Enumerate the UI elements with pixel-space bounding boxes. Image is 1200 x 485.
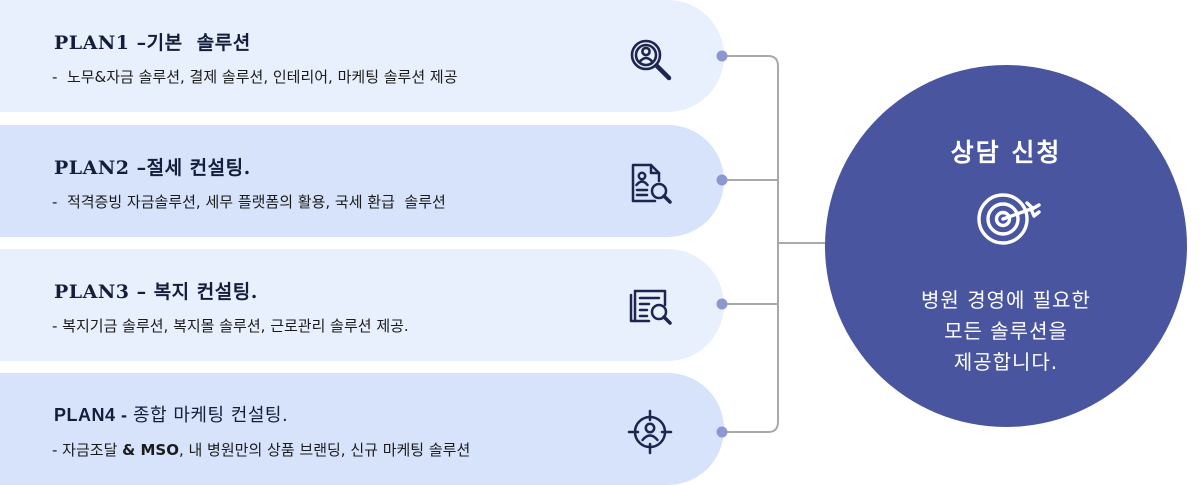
consult-circle[interactable]: 상담 신청 병원 경영에 필요한 모든 솔루션을 제공합니다. [825, 65, 1187, 427]
plan3-title: PLAN3 – 복지 컨설팅. [54, 281, 258, 303]
plan3-description: - 복지기금 솔루션, 복지몰 솔루션, 근로관리 솔루션 제공. [52, 317, 409, 335]
plan1-description: - 노무&자금 솔루션, 결제 솔루션, 인테리어, 마케팅 솔루션 제공 [52, 68, 458, 86]
plan4-title-label: PLAN4 - [54, 405, 134, 425]
document-search-icon [625, 159, 675, 209]
plan2-description: - 적격증빙 자금솔루션, 세무 플랫폼의 활용, 국세 환급 솔루션 [52, 193, 446, 211]
plan4-description-mso: & MSO [122, 441, 179, 459]
plan4-description: - 자금조달 & MSO, 내 병원만의 상품 브랜딩, 신규 마케팅 솔루션 [52, 439, 470, 460]
bullseye-icon [975, 183, 1041, 249]
consult-body-line-2: 모든 솔루션을 [944, 319, 1068, 343]
consult-body-line-3: 제공합니다. [953, 350, 1059, 374]
target-person-icon [625, 407, 675, 457]
plan4-title-text: 종합 마케팅 컨설팅. [133, 405, 289, 426]
plan4-title: PLAN4 - 종합 마케팅 컨설팅. [54, 401, 288, 427]
plan2-band[interactable]: PLAN2 –절세 컨설팅. - 적격증빙 자금솔루션, 세무 플랫폼의 활용,… [0, 125, 724, 237]
plan4-description-pre: - 자금조달 [52, 441, 123, 459]
consult-body: 병원 경영에 필요한 모든 솔루션을 제공합니다. [825, 285, 1187, 378]
plan3-band[interactable]: PLAN3 – 복지 컨설팅. - 복지기금 솔루션, 복지몰 솔루션, 근로관… [0, 249, 724, 361]
consult-title: 상담 신청 [950, 138, 1062, 167]
plan4-band[interactable]: PLAN4 - 종합 마케팅 컨설팅. - 자금조달 & MSO, 내 병원만의… [0, 373, 724, 485]
consult-body-line-1: 병원 경영에 필요한 [921, 288, 1091, 312]
bracket-line [722, 55, 779, 433]
plan1-title: PLAN1 –기본 솔루션 [54, 32, 251, 54]
plan4-description-post: , 내 병원만의 상품 브랜딩, 신규 마케팅 솔루션 [178, 441, 471, 459]
report-search-icon [625, 283, 675, 333]
plan2-title: PLAN2 –절세 컨설팅. [54, 157, 251, 179]
search-person-icon [625, 34, 675, 84]
plan1-band[interactable]: PLAN1 –기본 솔루션 - 노무&자금 솔루션, 결제 솔루션, 인테리어,… [0, 0, 724, 112]
